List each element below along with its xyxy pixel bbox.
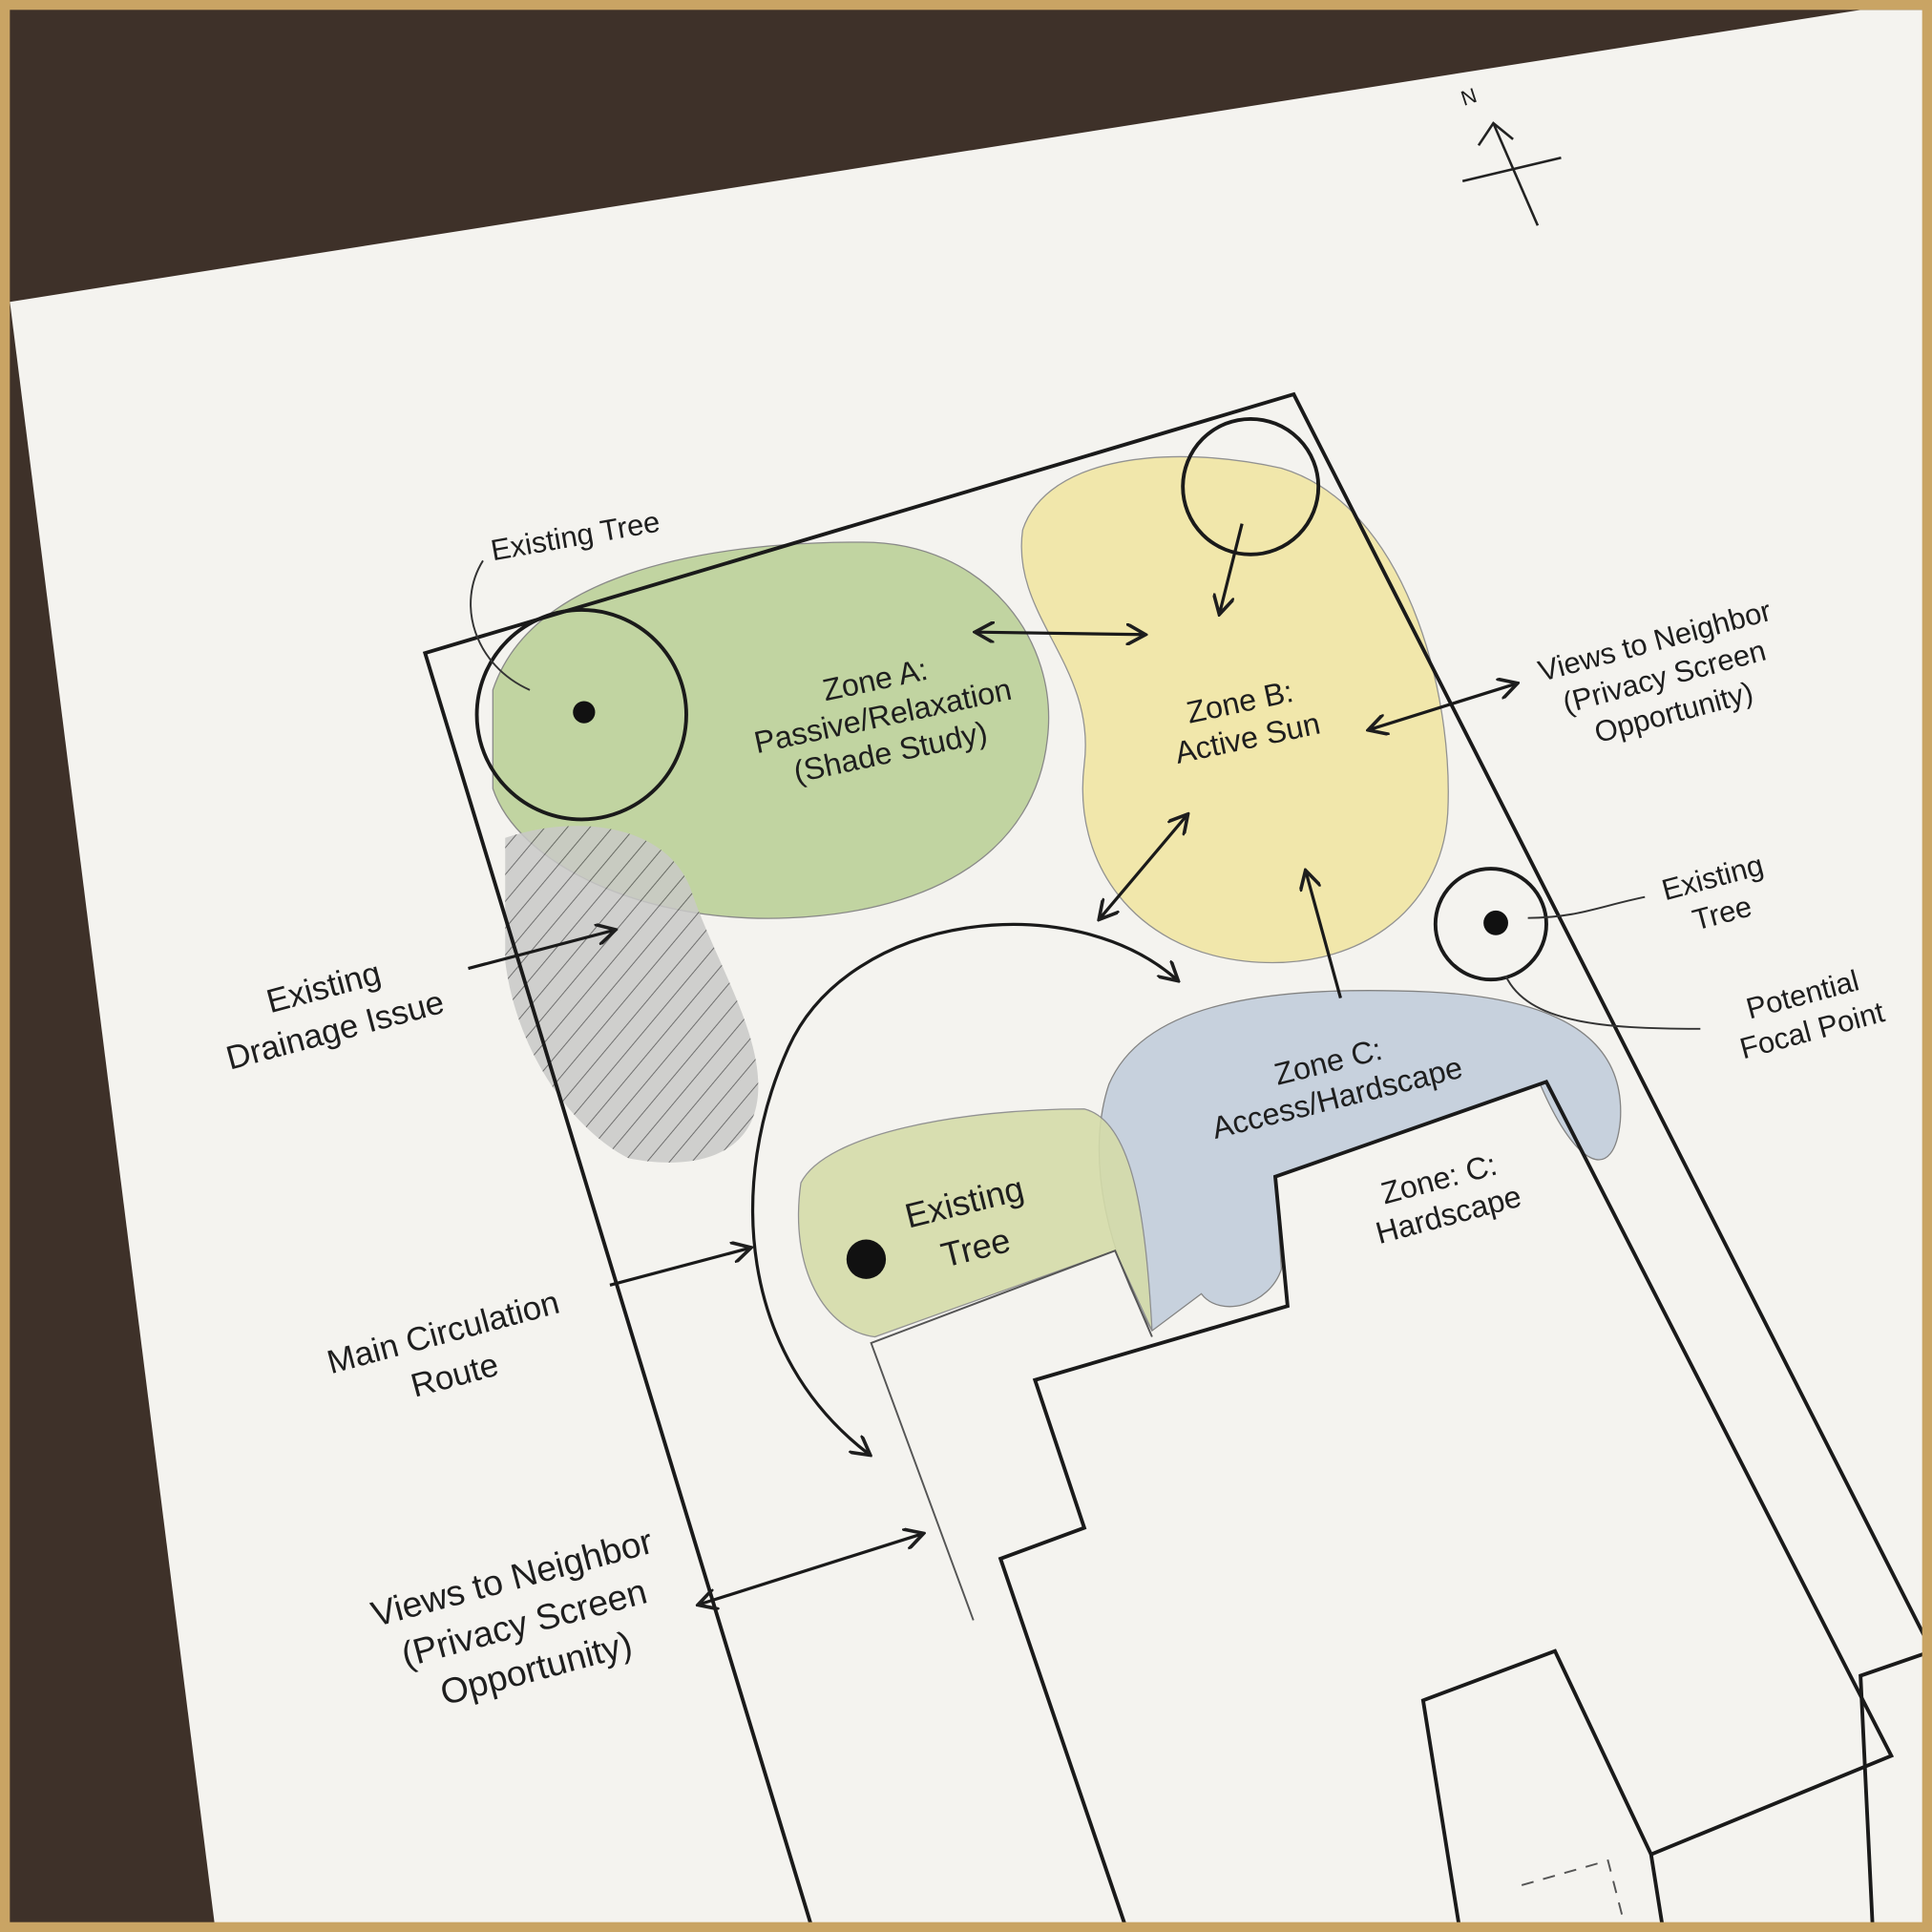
arrow-drainage [468, 931, 614, 971]
arrow-tree-zone-b [1220, 523, 1244, 613]
drainage-hatch-area [505, 826, 759, 1163]
circulation-route-arrow [751, 922, 1177, 1454]
existing-tree-icon [474, 608, 688, 822]
existing-tree-canopy-icon [1181, 416, 1321, 556]
existing-tree-right-icon [1433, 867, 1548, 982]
arrow-views-right [1370, 683, 1515, 729]
leader-lines [470, 559, 1701, 1030]
north-label: N [1458, 83, 1480, 111]
existing-tree-dot-icon [846, 1239, 887, 1279]
arrow-zone-c-b [1306, 872, 1342, 998]
building-outline [998, 1079, 1895, 1932]
arrow-zone-a-b [977, 632, 1144, 635]
arrow-views-left [700, 1534, 921, 1605]
north-arrow-icon [1461, 121, 1562, 226]
views-left-label: Views to Neighbor (Privacy Screen Opport… [367, 1521, 657, 1712]
arrow-zone-b-circulation [1101, 816, 1186, 918]
relationship-arrows [468, 523, 1516, 1605]
arrow-circulation-label [609, 1249, 749, 1287]
lot-boundary [422, 391, 1932, 1932]
paper-sheet [10, 10, 1932, 1932]
